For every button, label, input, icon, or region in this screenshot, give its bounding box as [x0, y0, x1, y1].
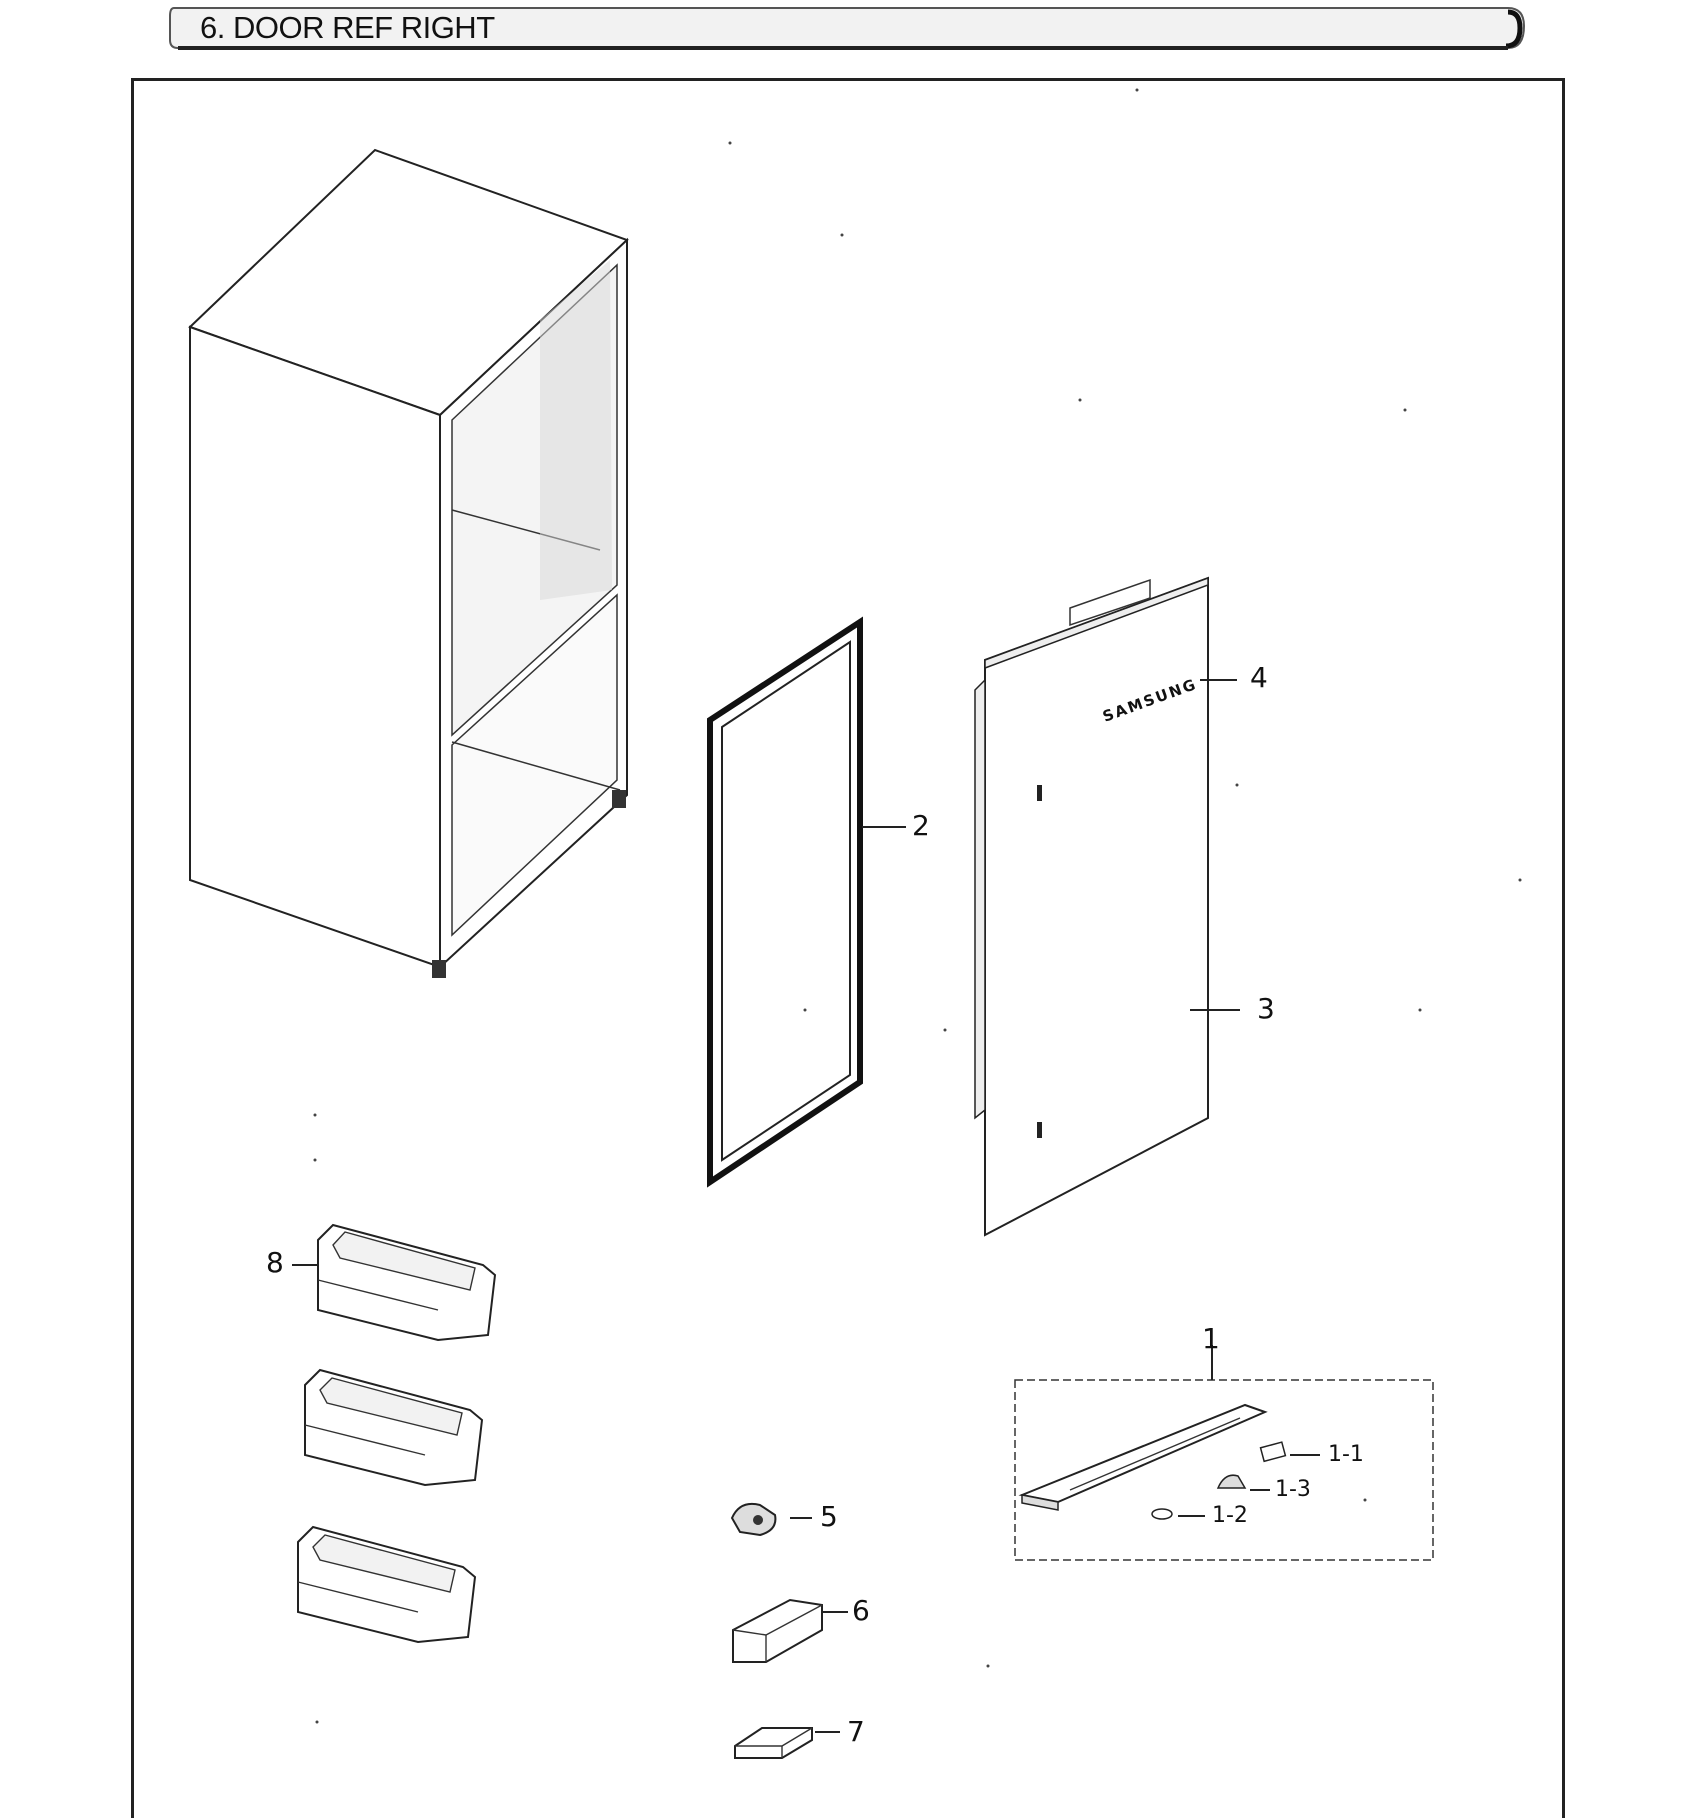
part-5-hinge-cap — [730, 1502, 777, 1537]
section-title: 6. DOOR REF RIGHT — [200, 10, 495, 45]
part-1-hinge-assembly — [1014, 1345, 1434, 1561]
door-bin-bottom — [297, 1525, 477, 1644]
callout-3: 3 — [1257, 992, 1275, 1025]
callout-1-1: 1-1 — [1328, 1442, 1364, 1467]
section-header: 6. DOOR REF RIGHT — [168, 4, 1528, 52]
callout-8: 8 — [266, 1246, 284, 1279]
door-gasket — [707, 616, 863, 1188]
diagram-frame — [131, 78, 1565, 1818]
door-bin-top — [317, 1223, 497, 1342]
callout-1-2: 1-2 — [1212, 1503, 1248, 1528]
callout-4: 4 — [1250, 661, 1268, 694]
refrigerator-door: SAMSUNG — [974, 576, 1209, 1237]
callout-1-3: 1-3 — [1275, 1477, 1311, 1502]
callout-6: 6 — [852, 1594, 870, 1627]
scan-specks — [313, 88, 1522, 1724]
callout-1: 1 — [1202, 1322, 1220, 1355]
door-bin-middle — [304, 1368, 484, 1487]
part-6-block — [732, 1598, 823, 1663]
callout-5: 5 — [820, 1500, 838, 1533]
part-7-block — [734, 1727, 813, 1759]
refrigerator-cabinet — [188, 148, 629, 978]
callout-7: 7 — [847, 1715, 865, 1748]
section-header-banner — [169, 7, 1526, 50]
callout-2: 2 — [912, 809, 930, 842]
